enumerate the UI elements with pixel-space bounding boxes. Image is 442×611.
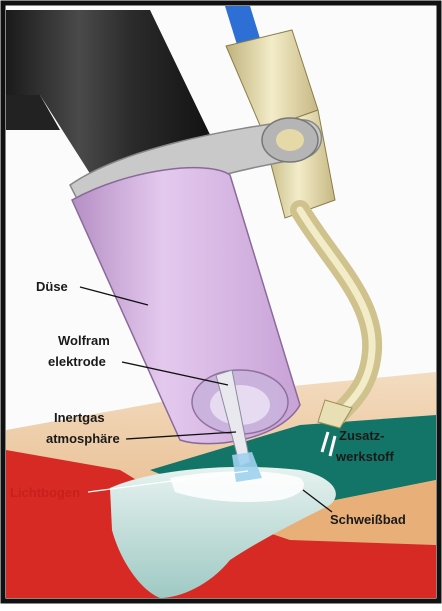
label-electrode-2: elektrode bbox=[48, 354, 106, 369]
label-filler-1: Zusatz- bbox=[339, 428, 385, 443]
clamp-eye-inner bbox=[276, 129, 304, 151]
label-nozzle: Düse bbox=[36, 279, 68, 294]
label-filler-2: werkstoff bbox=[335, 449, 394, 464]
label-inert-2: atmosphäre bbox=[46, 431, 120, 446]
label-weld-pool: Schweißbad bbox=[330, 512, 406, 527]
label-arc: Lichtbogen bbox=[10, 485, 80, 500]
label-electrode-1: Wolfram bbox=[58, 333, 110, 348]
label-inert-1: Inertgas bbox=[54, 410, 105, 425]
